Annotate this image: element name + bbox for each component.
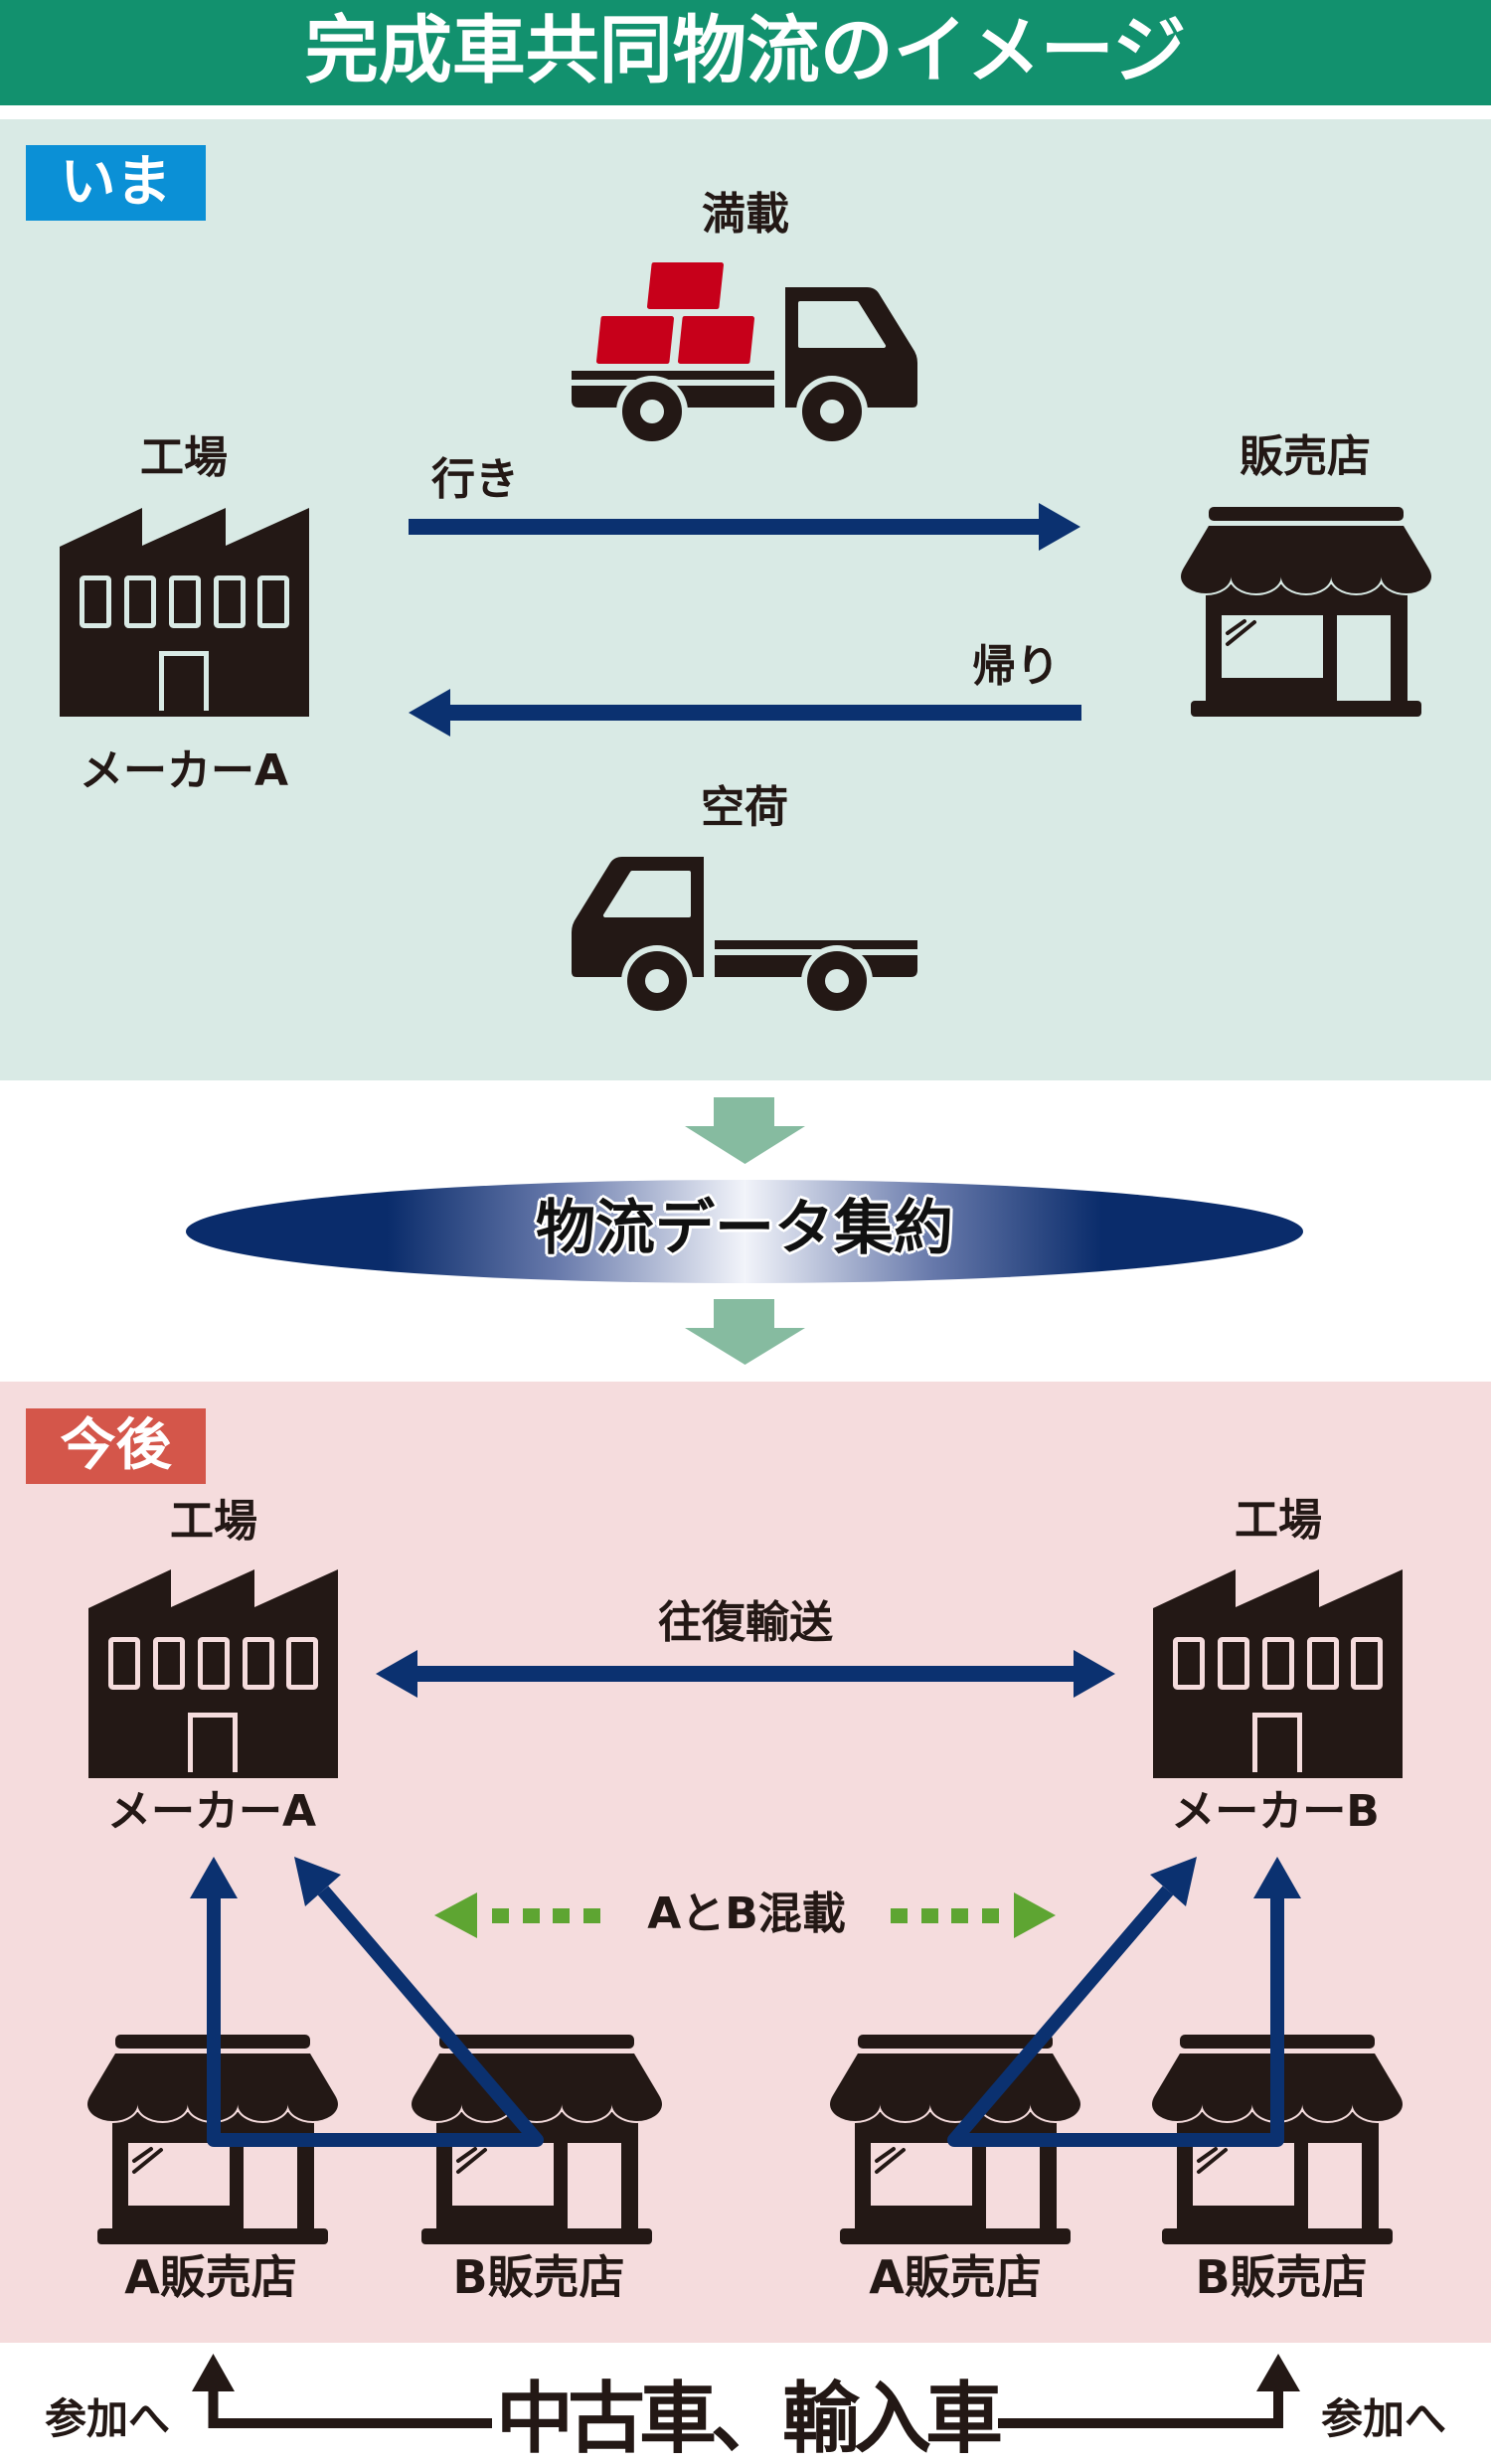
factory-icon <box>60 508 309 717</box>
join-left-label: 参加へ <box>44 2394 171 2443</box>
mixed-load-left-arrow-icon <box>434 1892 600 1938</box>
join-left-arrow-icon <box>192 2354 492 2428</box>
store-a-right-label: A販売店 <box>869 2250 1042 2304</box>
factory-b-icon <box>1153 1569 1403 1778</box>
cargo-box-icon <box>678 316 754 364</box>
mixed-load-right-arrow-icon <box>891 1892 1056 1938</box>
factory-a-label: 工場 <box>170 1496 257 1547</box>
future-state-badge: 今後 <box>26 1408 206 1484</box>
store-b-left-label: B販売店 <box>452 2250 625 2304</box>
used-import-cars-label: 中古車、輸入車 <box>495 2375 1003 2464</box>
factory-label: 工場 <box>140 432 228 483</box>
loaded-truck-icon <box>572 262 917 447</box>
join-right-arrow-icon <box>998 2354 1300 2428</box>
current-state-badge: いま <box>26 145 206 221</box>
store-label: 販売店 <box>1240 431 1371 482</box>
header-bar <box>0 0 1491 105</box>
store-a-left-label: A販売店 <box>124 2250 297 2304</box>
mixed-load-label: AとB混載 <box>647 1889 846 1939</box>
outbound-label: 行き <box>431 454 519 505</box>
join-right-label: 参加へ <box>1320 2394 1447 2443</box>
empty-truck-icon <box>572 855 917 1017</box>
loaded-truck-label: 満載 <box>702 189 789 240</box>
cargo-box-icon <box>647 262 724 309</box>
truck-icon <box>572 285 917 447</box>
delivery-arrows-maker-a-icon <box>190 1857 544 2147</box>
aggregation-ellipse <box>186 1180 1303 1283</box>
cargo-box-icon <box>596 316 674 364</box>
store-b-right-label: B販売店 <box>1195 2250 1368 2304</box>
maker-b-label: メーカーB <box>1171 1786 1380 1837</box>
page-title: 完成車共同物流のイメージ <box>304 8 1187 93</box>
round-trip-arrow-icon <box>376 1650 1115 1698</box>
return-label: 帰り <box>972 641 1060 692</box>
down-arrow-icon <box>685 1097 805 1164</box>
factory-a-icon <box>88 1569 338 1778</box>
future-state-badge-label: 今後 <box>60 1413 172 1478</box>
round-trip-label: 往復輸送 <box>658 1597 833 1648</box>
empty-truck-label: 空荷 <box>701 782 788 833</box>
current-state-badge-label: いま <box>60 150 172 215</box>
store-icon <box>1181 507 1431 717</box>
maker-label: メーカーA <box>79 745 289 796</box>
aggregation-label: 物流データ集約 <box>536 1194 953 1263</box>
return-arrow-icon <box>409 689 1081 737</box>
outbound-arrow-icon <box>409 503 1080 551</box>
delivery-arrows-maker-b-icon <box>947 1857 1301 2147</box>
factory-b-label: 工場 <box>1235 1495 1322 1546</box>
down-arrow-icon <box>685 1299 805 1365</box>
maker-a-label: メーカーA <box>106 1786 317 1837</box>
